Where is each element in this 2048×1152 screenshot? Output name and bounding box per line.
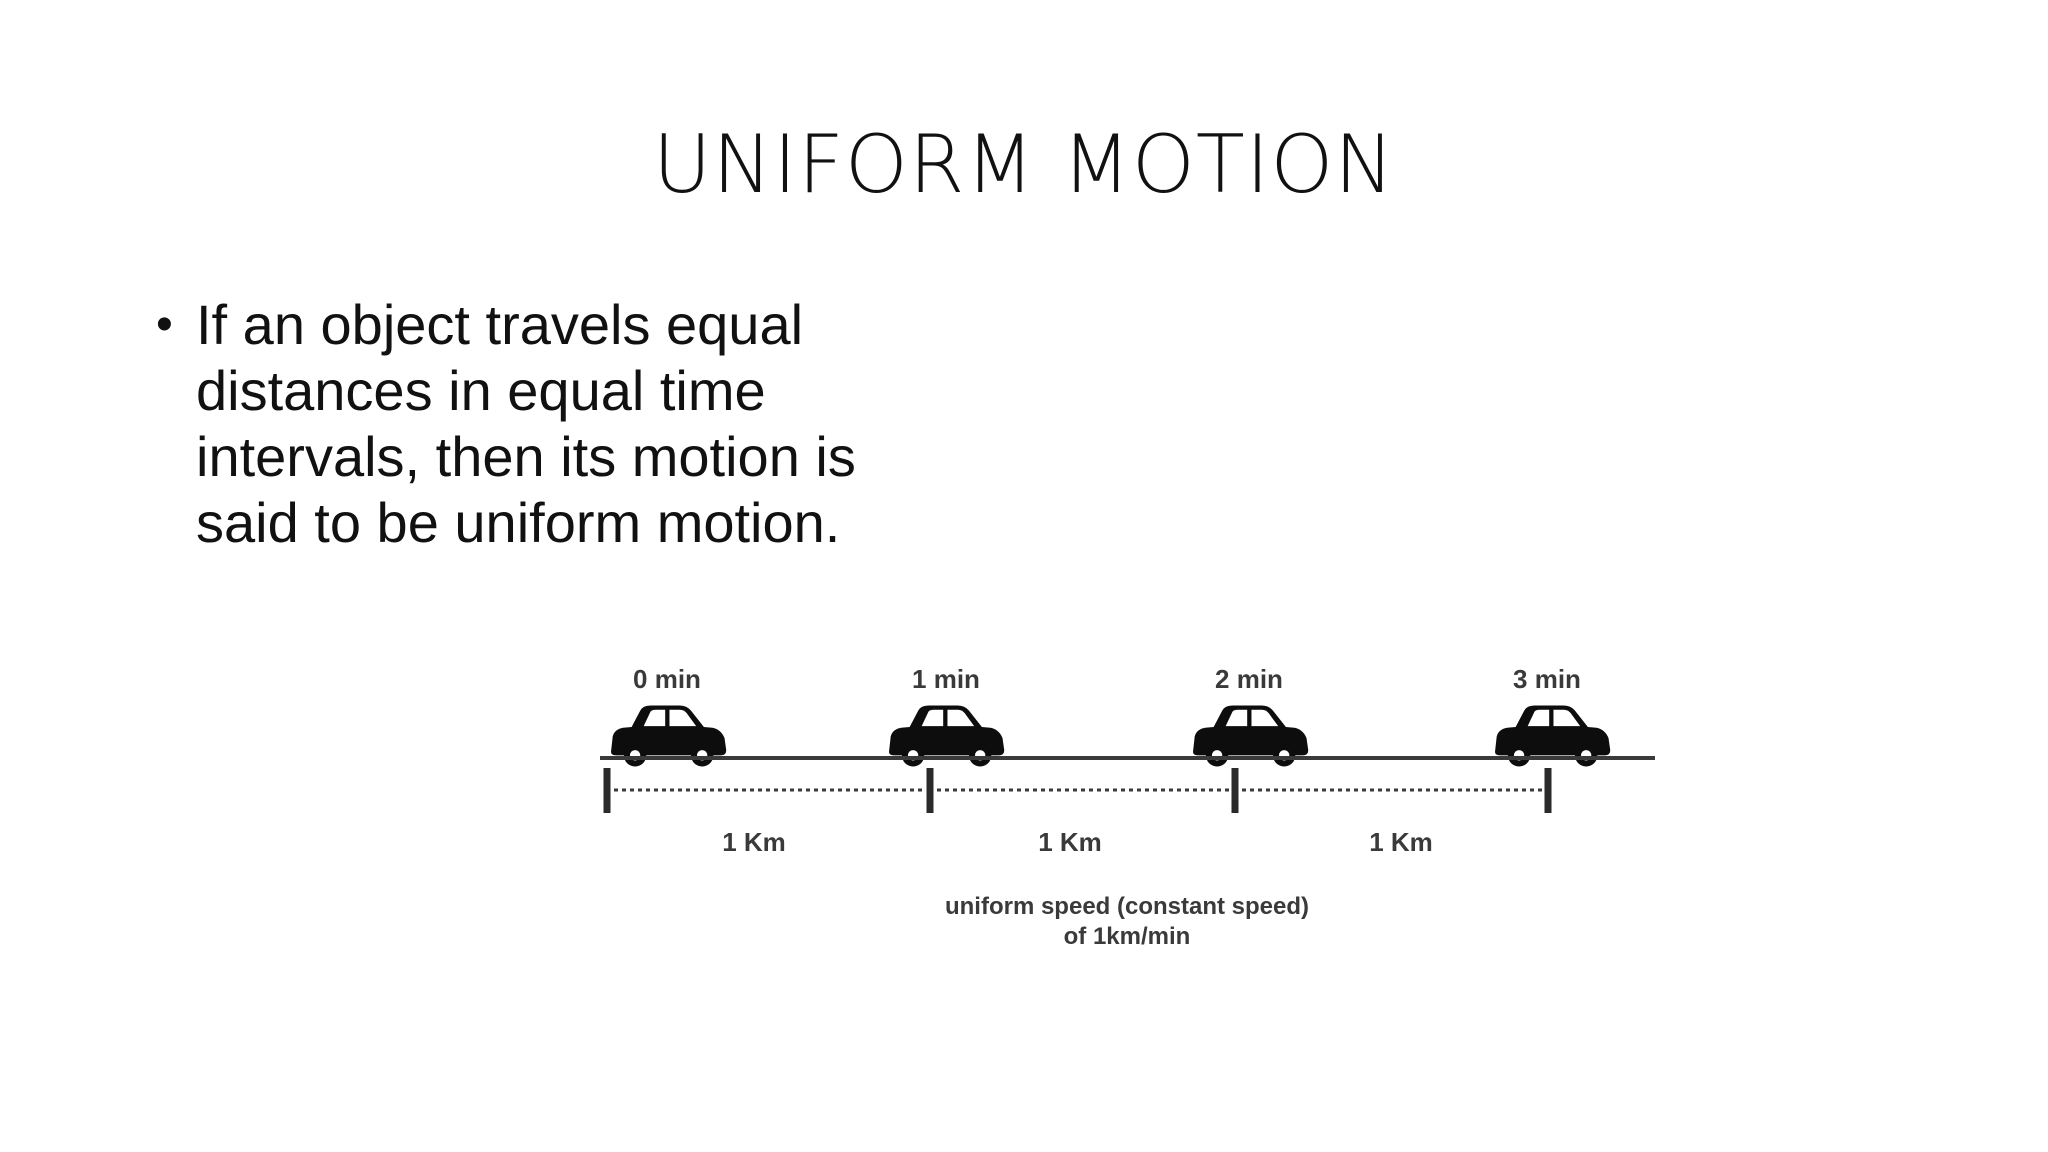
bullet-line: intervals, then its motion is	[196, 425, 856, 488]
bullet-dot: •	[156, 298, 173, 351]
bullet-list: • If an object travels equal distances i…	[150, 292, 970, 556]
time-label-2: 2 min	[1215, 664, 1283, 694]
slide-title: UNIFORM MOTION	[652, 118, 1396, 211]
bullet-item: • If an object travels equal distances i…	[150, 292, 970, 556]
time-label-1: 1 min	[912, 664, 980, 694]
time-label-0: 0 min	[633, 664, 701, 694]
speed-caption-line1: uniform speed (constant speed)	[945, 893, 1309, 920]
speed-caption-line2: of 1km/min	[1064, 923, 1191, 950]
distance-label-2: 1 Km	[1369, 827, 1433, 857]
uniform-motion-diagram: 0 min 1 min 2 min 3 min 1 Km 1 Km 1 Km	[590, 650, 1690, 970]
bullet-line: said to be uniform motion.	[196, 491, 841, 554]
distance-label-0: 1 Km	[722, 827, 786, 857]
diagram-svg: 0 min 1 min 2 min 3 min 1 Km 1 Km 1 Km	[600, 664, 1655, 950]
bullet-line: If an object travels equal	[196, 293, 804, 356]
time-label-3: 3 min	[1513, 664, 1581, 694]
distance-label-1: 1 Km	[1038, 827, 1102, 857]
bullet-line: distances in equal time	[196, 359, 766, 422]
